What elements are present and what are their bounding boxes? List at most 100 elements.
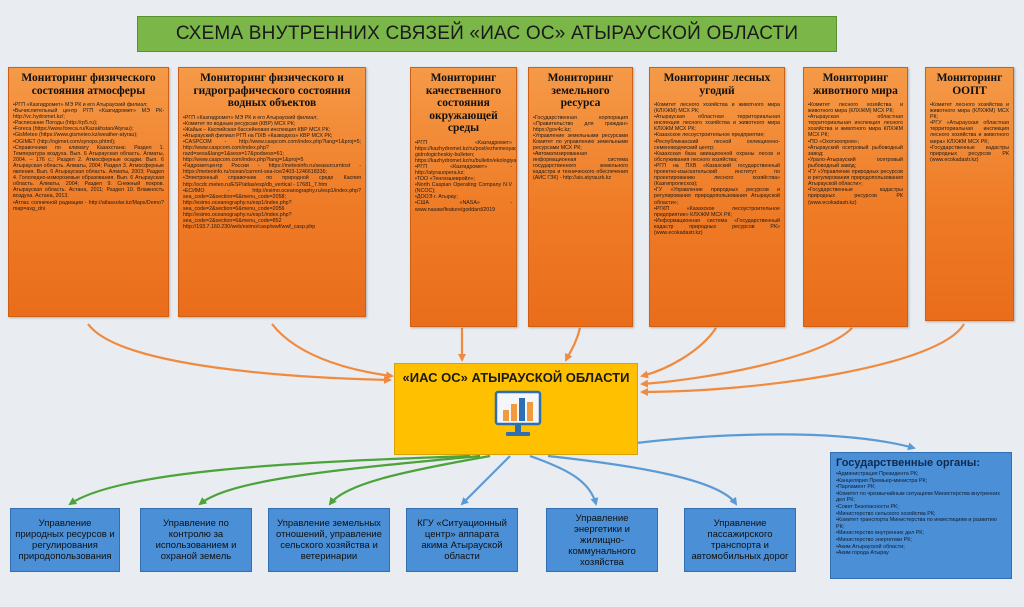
source-item: •Государственная корпорация «Правительст… (533, 114, 628, 133)
source-list: •Комитет лесного хозяйства и животного м… (926, 100, 1013, 165)
source-forest: Мониторинг лесных угодий •Комитет лесног… (649, 67, 785, 327)
source-item: •Комитет по водным ресурсам (КВР) МСХ РК… (183, 120, 296, 127)
arrow-land (565, 327, 582, 362)
consumer-land-control: Управление по контролю за использованием… (140, 508, 252, 572)
source-item: •РГП «Казгидромет» https://kazhydromet.k… (415, 139, 517, 158)
hub-title: «ИАС ОС» АТЫРАУСКОЙ ОБЛАСТИ (402, 370, 630, 385)
source-item: •РГКП «Казахское лесоустроительное предп… (654, 205, 780, 218)
government-item: •Аким города Атырау (836, 550, 889, 557)
government-item: •Парламент РК; (836, 484, 876, 491)
source-item: •РГП «Казгидромет» МЭ РК и его Атырауски… (13, 102, 148, 108)
government-item: •Аким Атырауской области; (836, 543, 905, 550)
source-item: •Комитет лесного хозяйства и животного м… (654, 102, 780, 115)
source-item: •Урало-Атырауский осетровый рыбоводный з… (808, 156, 903, 169)
source-item: •Электронный справочник по природной сре… (183, 175, 361, 188)
consumer-transport: Управление пассажирского транспорта и ав… (684, 508, 796, 572)
consumer-natural-resources: Управление природных ресурсов и регулиро… (10, 508, 120, 572)
source-item: •Комитет лесного хозяйства и животного м… (808, 102, 903, 115)
source-item: •Республиканский лесной селекционно-семе… (654, 138, 780, 151)
arrow-fauna (640, 327, 853, 388)
source-item: http://esimo.oceanography.ru/esp1/index.… (183, 199, 292, 212)
source-item: •North Caspian Operating Company N.V (NC… (415, 182, 512, 195)
arrow-to-energy (529, 454, 599, 506)
consumer-agriculture: Управление земельных отношений, управлен… (268, 508, 390, 572)
source-item: http://193.7.160.230/web/esimo/casp/wwf/… (183, 224, 316, 231)
source-item: •РГУ «Атырауская областная территориальн… (930, 120, 1009, 145)
source-item: •ГУ «Управление природных ресурсов и рег… (654, 187, 780, 206)
source-water: Мониторинг физического и гидрографическо… (178, 67, 366, 317)
source-list: •Государственная корпорация «Правительст… (529, 113, 632, 184)
arrow-to-natres (68, 454, 471, 506)
source-item: •Комитет лесного хозяйства и животного м… (930, 102, 1009, 121)
source-item: •Государственные кадастры природных ресу… (930, 144, 1009, 163)
arrow-to-transport (547, 454, 738, 506)
source-item: •Вычислительный центр РГП «Казгидромет» … (13, 108, 164, 121)
central-system-box: «ИАС ОС» АТЫРАУСКОЙ ОБЛАСТИ (394, 363, 638, 455)
source-item: •OGIMET (http://ogimet.com/synops.phtml)… (13, 138, 116, 145)
arrow-oopt (640, 323, 965, 396)
arrow-forest (640, 327, 717, 379)
source-item: •РГП «Казгидромет» - http://atyrauopera.… (415, 163, 512, 176)
source-item: •Государственные кадастры природных ресу… (808, 187, 903, 206)
government-bodies: Государственные органы: •Администрация П… (830, 452, 1012, 579)
source-item: •Атырауская областная территориальная ин… (808, 114, 903, 139)
arrow-to-agri (328, 454, 491, 506)
source-item: •ЕСИМО - http://esimo.oceanography.ru/es… (183, 187, 361, 200)
source-item: •Атырауский осетровый рыбоводный завод; (808, 144, 903, 157)
source-item: •Атырауский филиал РГП на ПХВ «Казводхоз… (183, 132, 333, 139)
analytics-monitor-icon (494, 390, 542, 436)
source-item: •ТОО «Тенгизшевройл»; (415, 176, 476, 183)
source-item: •GisMeteo (https://www.gismeteo.kz/weath… (13, 132, 138, 139)
source-item: http://www.caspcom.com/index.php?lang=1&… (183, 157, 304, 164)
source-item: •Автоматизированная информационная систе… (533, 151, 628, 182)
source-item: •Справочники по климату Казахстана: Разд… (13, 144, 164, 200)
government-item: •Совет Безопасности РК; (836, 503, 899, 510)
source-item: •РГП «Казгидромет» МЭ РК и его Атырауски… (183, 114, 318, 121)
source-item: •Атлас солнечной радиации - http://atlas… (13, 199, 164, 212)
source-item: •Казахское лесоустроительное предприятие… (654, 132, 765, 139)
arrow-atmosphere (87, 323, 392, 384)
source-title: Мониторинг качественного состояния окруж… (425, 72, 502, 134)
source-title: Мониторинг животного мира (813, 72, 898, 97)
arrow-water (271, 323, 394, 380)
arrow-to-sitcenter (460, 455, 511, 506)
consumer-situation-center: КГУ «Ситуационный центр» аппарата акима … (406, 508, 518, 572)
government-title: Государственные органы: (836, 457, 980, 469)
source-atmosphere: Мониторинг физического состояния атмосфе… (8, 67, 169, 317)
source-title: Мониторинг физического и гидрографическо… (193, 72, 351, 109)
arrow-to-landcontrol (198, 454, 481, 506)
source-item: •Атырауская областная территориальная ин… (654, 114, 780, 133)
source-item: •Расписание Погоды (http://rp5.ru); (13, 120, 98, 127)
source-item: •Управление земельными ресурсами Комитет… (533, 132, 628, 151)
government-item: •Министерство внутренних дел РК; (836, 530, 924, 537)
source-item: •Гидрометцентр России - https://meteoinf… (183, 163, 361, 176)
source-item: •Foreca (https://www.foreca.ru/Kazakhsta… (13, 126, 134, 133)
government-list: •Администрация Президента РК; •Канцеляри… (836, 471, 1006, 557)
source-item: •Казахская база авиационной охраны лесов… (654, 150, 780, 163)
source-item: •ДООЭ г. Атырау; (415, 194, 458, 201)
source-item: •Информационная система «Государственный… (654, 217, 780, 236)
source-title: Мониторинг земельного ресурса (547, 72, 614, 109)
source-list: •РГП «Казгидромет» МЭ РК и его Атырауски… (9, 100, 168, 214)
page-title: СХЕМА ВНУТРЕННИХ СВЯЗЕЙ «ИАС ОС» АТЫРАУС… (137, 16, 837, 52)
source-list: •Комитет лесного хозяйства и животного м… (650, 100, 784, 238)
government-item: •Канцелярия Премьер-министра РК; (836, 477, 928, 484)
government-item: •Министерство энергетики РК; (836, 536, 912, 543)
government-item: •Администрация Президента РК; (836, 471, 919, 477)
source-environment: Мониторинг качественного состояния окруж… (410, 67, 517, 327)
consumer-energy: Управление энергетики и жилищно-коммунал… (546, 508, 658, 572)
source-list: •РГП «Казгидромет» МЭ РК и его Атырауски… (179, 113, 365, 233)
government-item: •Министерство сельского хозяйства РК; (836, 510, 936, 517)
government-item: •Комитет по чрезвычайным ситуациям Минис… (836, 490, 1000, 504)
source-item: http://esimo.oceanography.ru/esp1/index.… (183, 212, 292, 225)
source-title: Мониторинг ООПТ (936, 72, 1003, 97)
source-list: •РГП «Казгидромет» https://kazhydromet.k… (411, 138, 516, 215)
source-oopt: Мониторинг ООПТ •Комитет лесного хозяйст… (925, 67, 1014, 321)
source-title: Мониторинг физического состояния атмосфе… (21, 72, 156, 97)
source-fauna: Мониторинг животного мира •Комитет лесно… (803, 67, 908, 327)
government-item: •Комитет транспорта Министерства по инве… (836, 517, 997, 530)
source-item: •США «NASA» - www.nasaw/feature/goddard/… (415, 200, 512, 213)
source-item: •ГУ «Управление природных ресурсов и рег… (808, 169, 903, 188)
source-item: •Жайык – Каспийская бассейновая инспекци… (183, 126, 331, 133)
source-land: Мониторинг земельного ресурса •Государст… (528, 67, 633, 327)
